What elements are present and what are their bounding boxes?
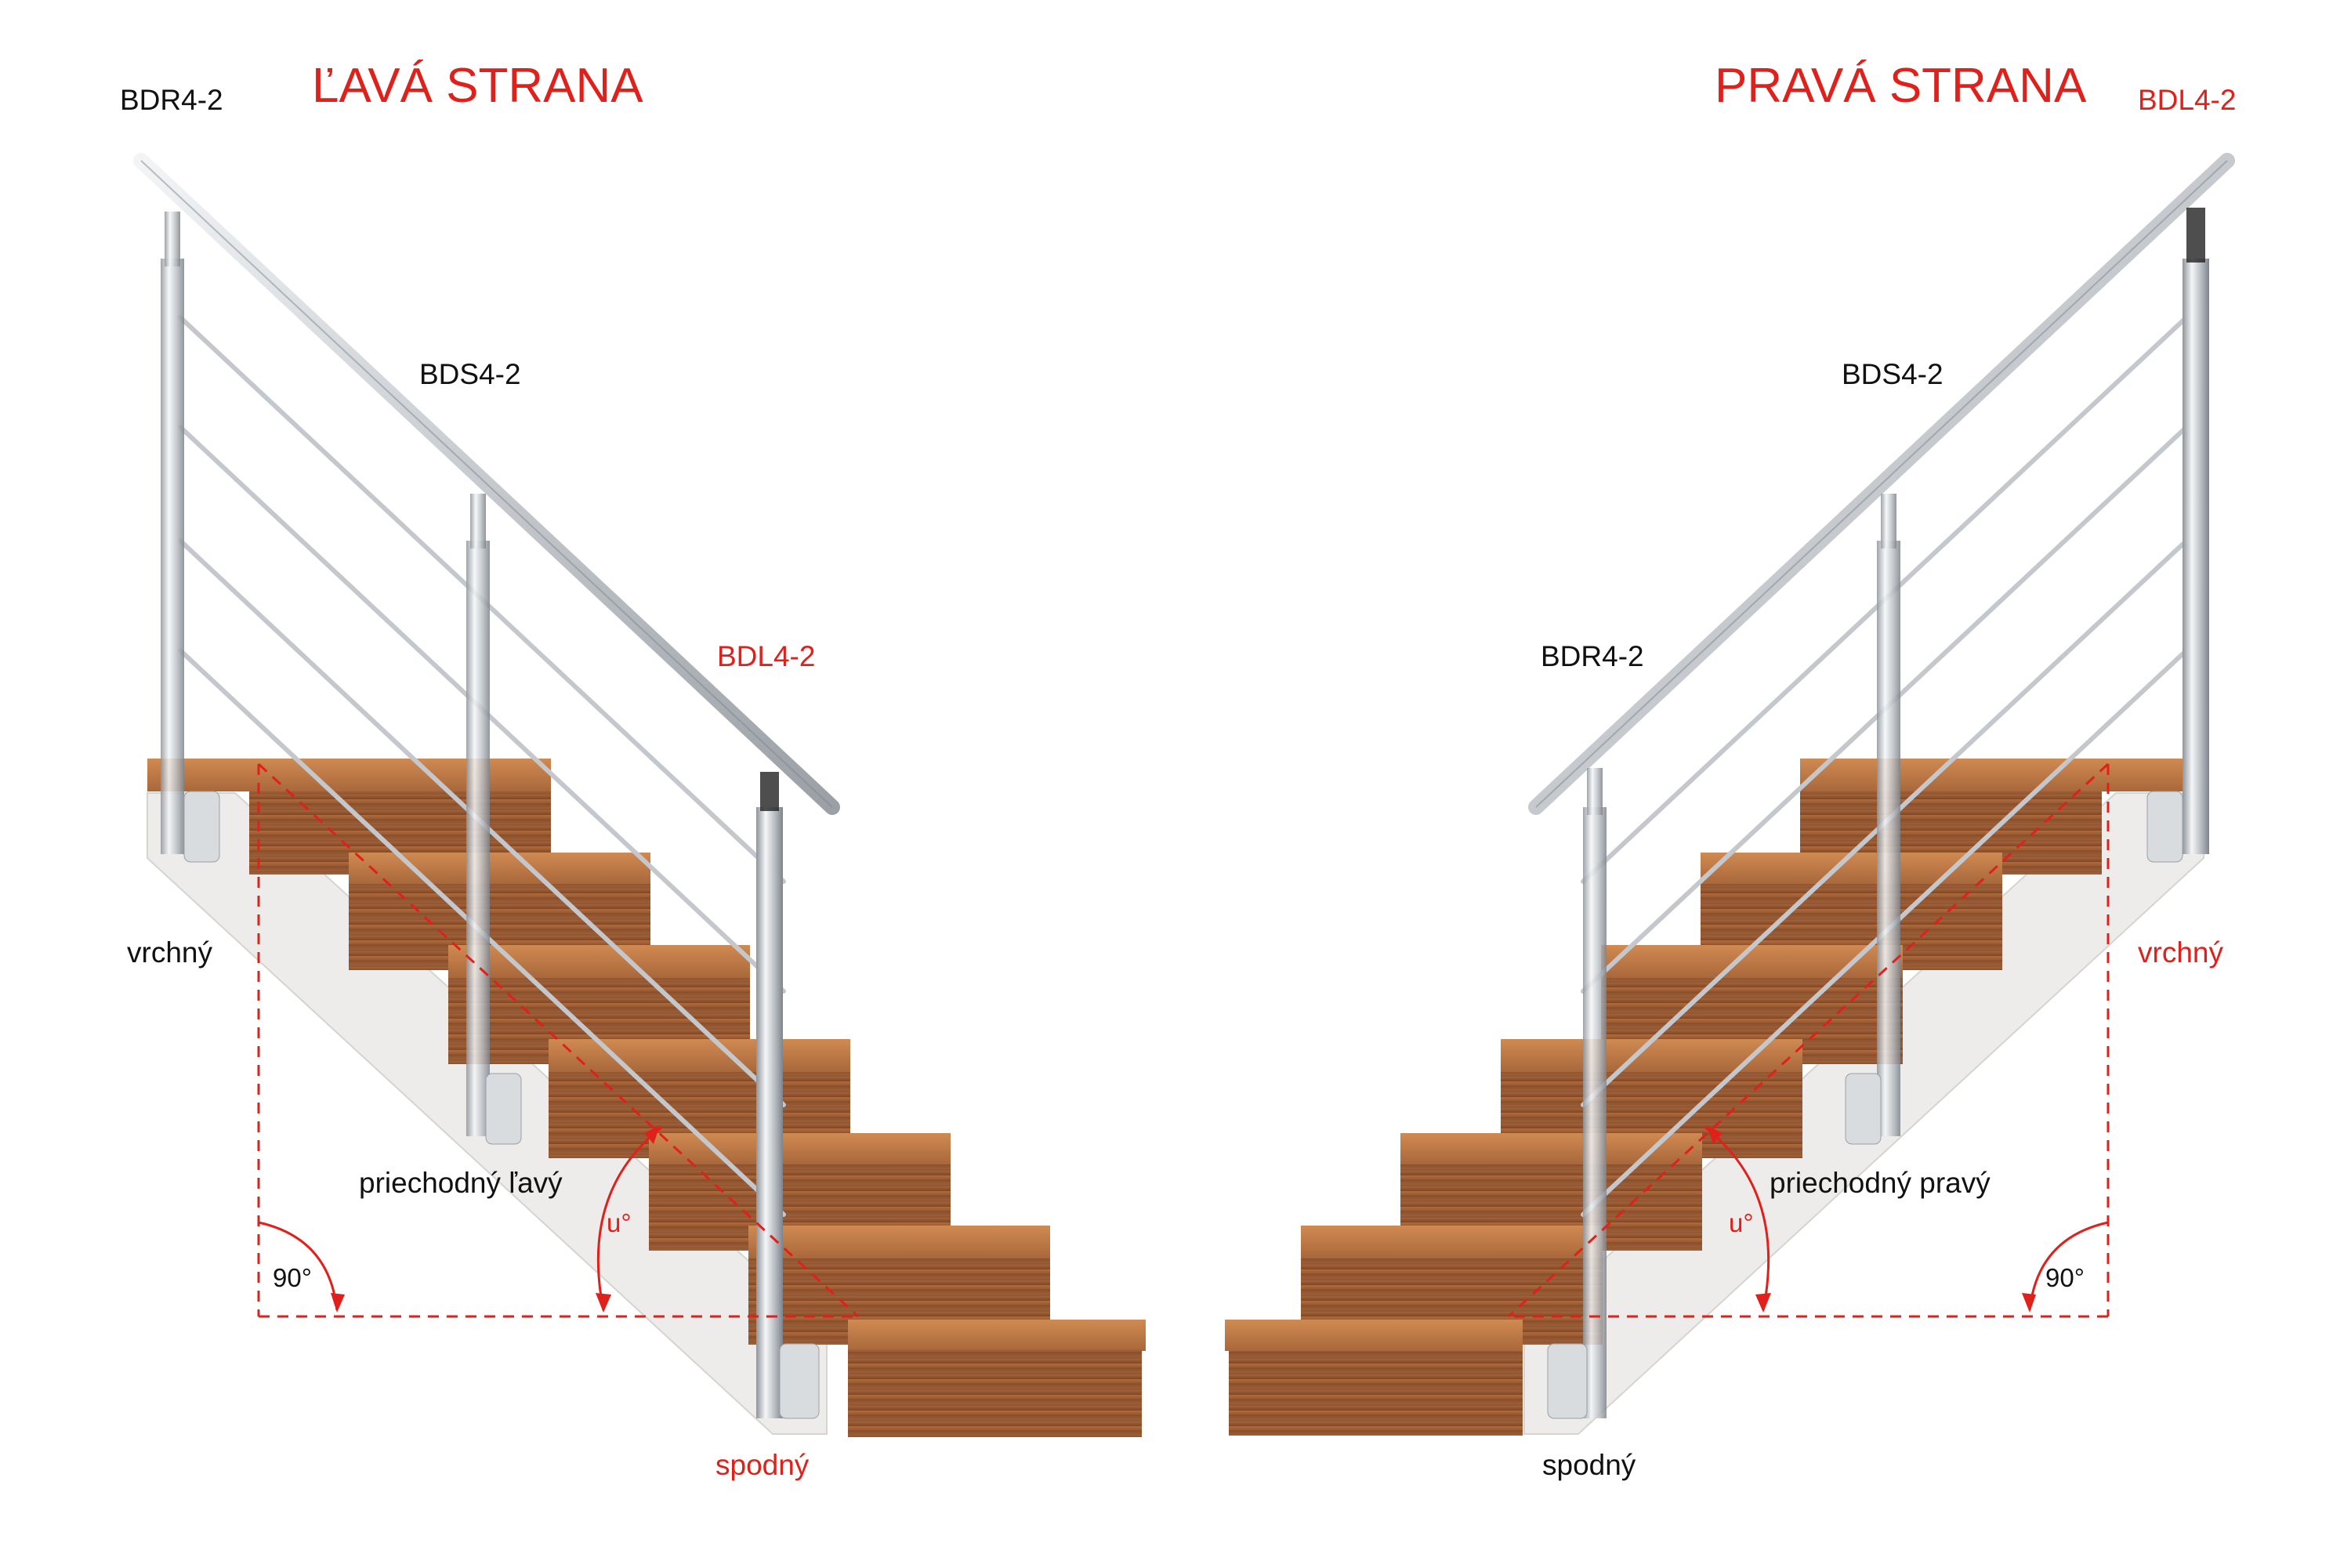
right-top-post — [2183, 259, 2209, 854]
right-labels: PRAVÁ STRANA BDL4-2 BDS4-2 BDR4-2 vrchný… — [1541, 59, 2236, 1481]
left-right-angle: 90° — [273, 1263, 312, 1292]
right-steps — [1225, 759, 2204, 1436]
right-dimension-lines — [1507, 762, 2110, 1318]
right-top-label: vrchný — [2138, 936, 2223, 969]
left-top-post-code: BDR4-2 — [120, 84, 223, 116]
right-top-post-code: BDL4-2 — [2138, 84, 2236, 116]
right-middle-post-code: BDS4-2 — [1842, 358, 1943, 390]
right-right-angle: 90° — [2045, 1263, 2085, 1292]
right-title: PRAVÁ STRANA — [1715, 59, 2087, 113]
left-middle-label: priechodný ľavý — [359, 1167, 563, 1199]
left-top-label: vrchný — [127, 936, 212, 969]
left-middle-post-code: BDS4-2 — [419, 358, 521, 390]
right-bottom-label: spodný — [1542, 1449, 1636, 1481]
right-staircase — [1225, 153, 2235, 1436]
right-bottom-post — [1583, 807, 1607, 1418]
left-bottom-post — [756, 807, 783, 1418]
left-bottom-label: spodný — [715, 1449, 810, 1481]
right-angle-arcs — [1704, 1125, 2109, 1311]
right-middle-label: priechodný pravý — [1770, 1167, 1991, 1199]
right-middle-post — [1877, 541, 1900, 1136]
left-labels: ĽAVÁ STRANA BDR4-2 BDS4-2 BDL4-2 vrchný … — [120, 59, 815, 1481]
right-stair-angle: u° — [1729, 1208, 1754, 1237]
left-top-post — [161, 259, 184, 854]
left-middle-post — [466, 541, 490, 1136]
left-dimension-lines — [257, 762, 860, 1318]
right-bottom-post-code: BDR4-2 — [1541, 640, 1644, 672]
left-bottom-post-code: BDL4-2 — [717, 640, 815, 672]
left-staircase — [133, 153, 1146, 1437]
left-stair-angle: u° — [607, 1208, 632, 1237]
left-title: ĽAVÁ STRANA — [312, 59, 643, 113]
